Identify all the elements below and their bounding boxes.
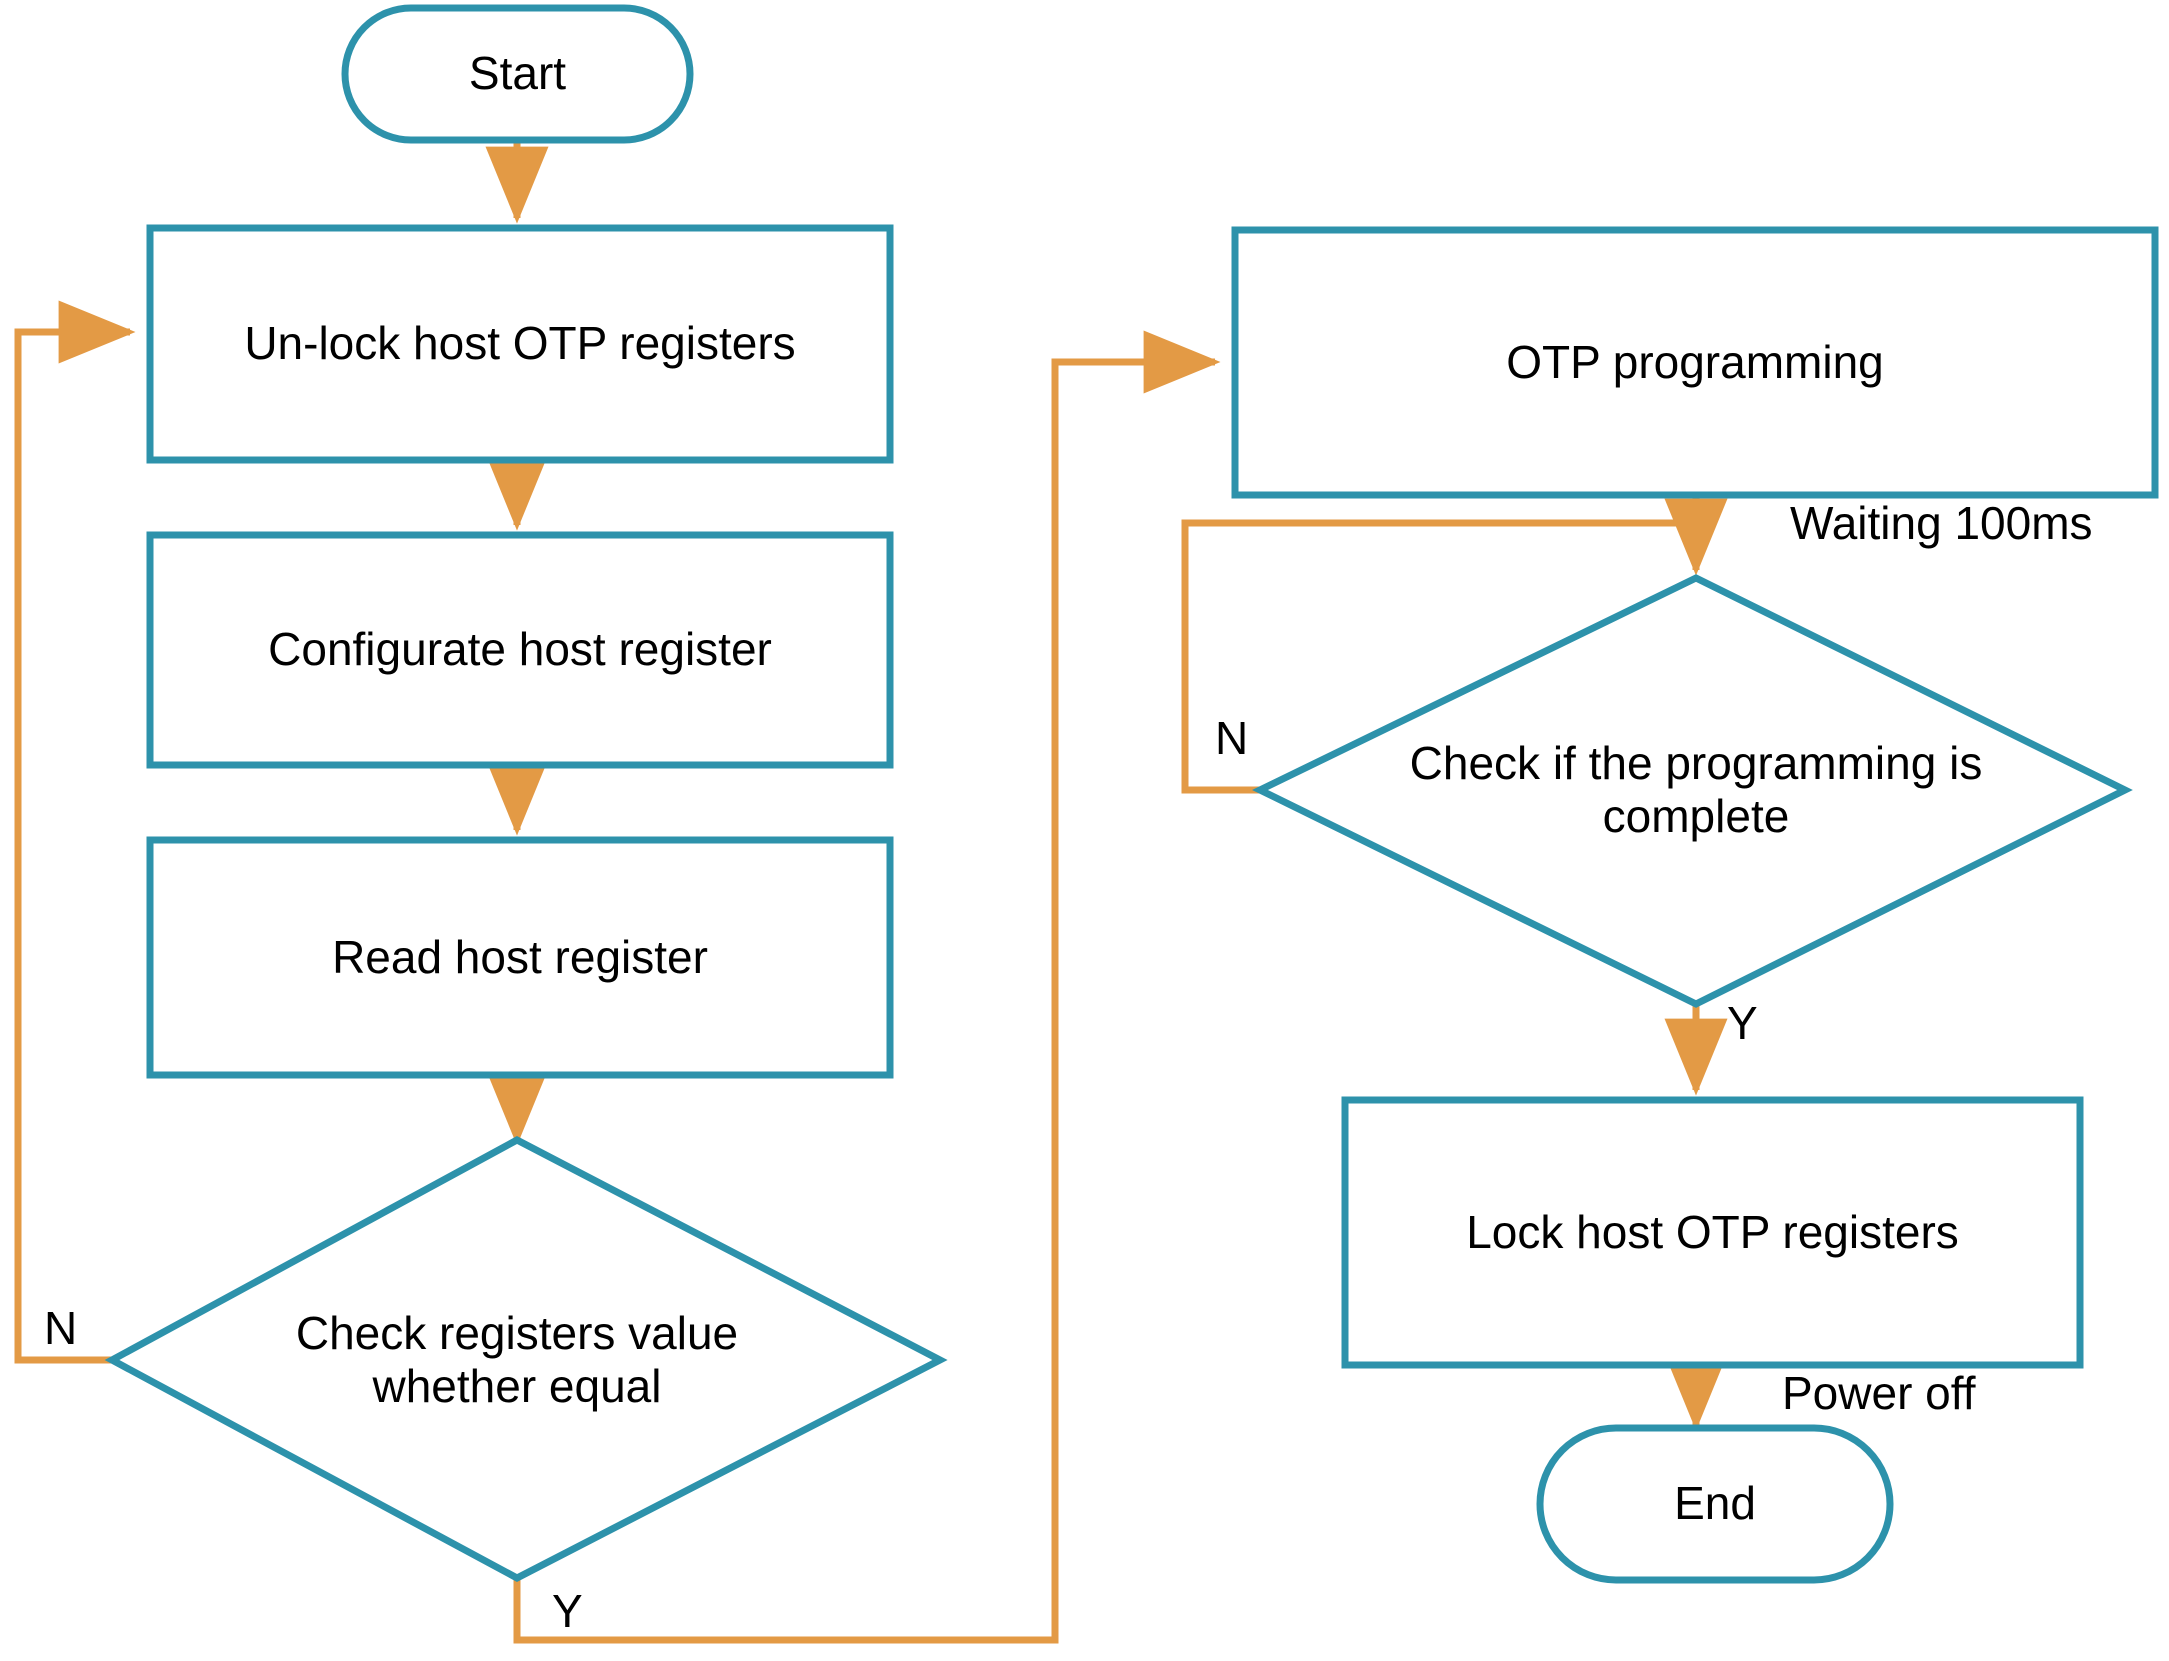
edge-check-equal-no-loop: [14, 300, 136, 1364]
node-end-shape: [1536, 1424, 1894, 1584]
node-otp-programming-shape: [1231, 226, 2159, 499]
node-read-shape: [146, 836, 894, 1079]
node-configurate-shape: [146, 531, 894, 769]
edge-check-equal-yes-to-otp-programming: [513, 330, 1221, 1644]
node-check-done-shape: [1252, 574, 2133, 1008]
edge-check-done-no-loop: [1181, 519, 1696, 794]
node-check-equal-shape: [104, 1136, 948, 1582]
node-unlock-shape: [146, 224, 894, 464]
node-start-shape: [341, 4, 694, 144]
node-lock-shape: [1341, 1096, 2084, 1369]
